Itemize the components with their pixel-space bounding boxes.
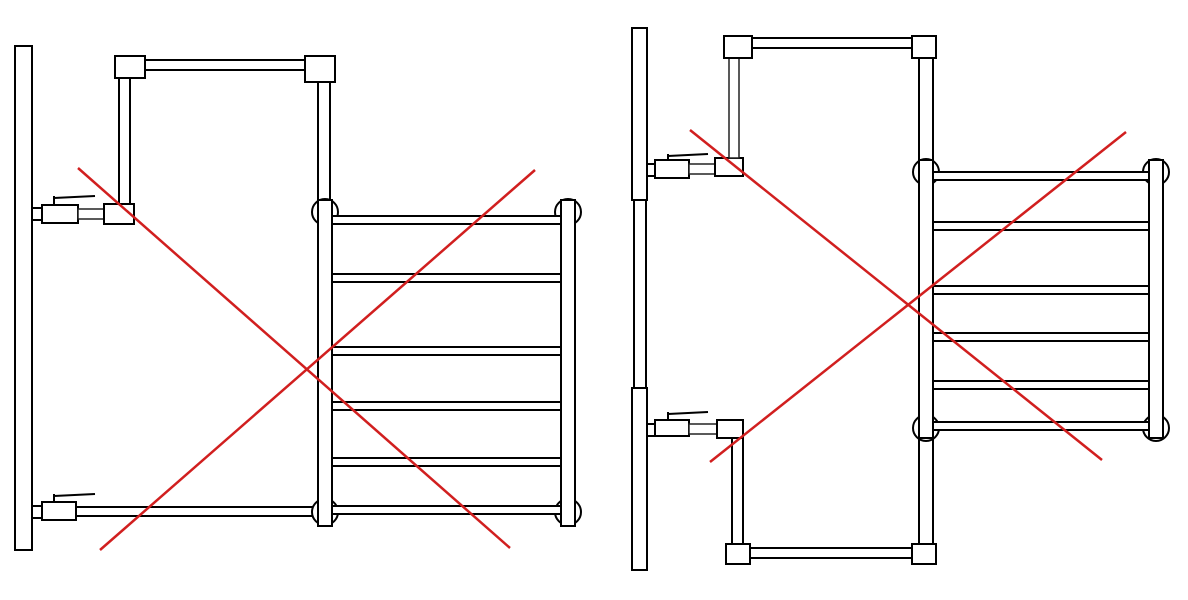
left-towel-rail-icon [311,198,582,527]
left-top-ball-valve-icon [31,195,107,224]
right-top-vertical-branch [728,55,740,159]
left-right-riser [317,81,331,203]
right-cross-mark-icon [689,129,1127,463]
left-vertical-branch [118,77,131,205]
left-bottom-supply-pipe [75,506,317,517]
left-scene [14,45,582,551]
right-wall-riser-middle [633,199,647,389]
left-top-horizontal-pipe [144,59,306,71]
right-towel-rail-icon [912,158,1170,442]
right-wall-riser-lower [631,387,648,571]
left-top-right-elbow-icon [304,55,336,83]
right-bottom-horizontal-pipe [749,547,913,559]
right-wall-riser-upper [631,27,648,201]
right-bottom-vertical-branch [731,437,744,545]
right-bottom-elbow-fitting-icon [716,419,744,439]
right-top-left-elbow-icon [723,35,753,59]
left-cross-mark-icon [77,167,536,551]
left-wall-riser [14,45,33,551]
right-bottom-ball-valve-icon [646,411,718,437]
right-scene [631,27,1170,571]
right-bottom-left-elbow-icon [725,543,751,565]
right-top-ball-valve-icon [646,153,716,179]
left-top-elbow-icon [114,55,146,79]
right-top-right-elbow-icon [911,35,937,59]
right-bottom-right-elbow-icon [911,543,937,565]
left-bottom-ball-valve-icon [31,493,96,521]
right-top-horizontal-pipe [751,37,913,49]
